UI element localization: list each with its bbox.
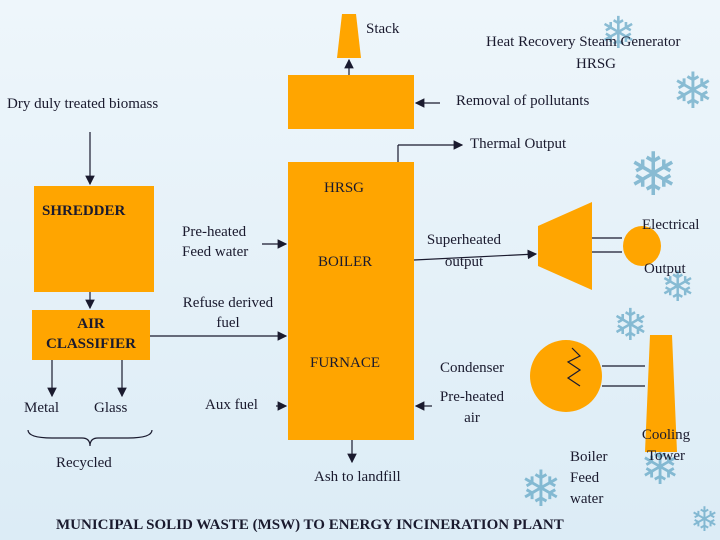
electrical-label: Electrical: [642, 217, 700, 233]
hrsg-title-line2: HRSG: [576, 56, 617, 72]
air-classifier-line1: AIR: [77, 316, 105, 332]
hrsg-title-line1: Heat Recovery Steam Generator: [486, 34, 681, 50]
air-classifier-box: [32, 310, 150, 360]
cooling-tower-line2: Tower: [646, 448, 686, 464]
glass-label: Glass: [94, 400, 128, 416]
boiler-feed-line2: Feed: [570, 470, 600, 486]
condenser-shape: [530, 340, 602, 412]
rdf-line1: Refuse derived: [182, 295, 274, 311]
snowflake-icon: ❄: [672, 62, 714, 120]
rdf-line2: fuel: [216, 315, 240, 331]
output-label: Output: [644, 261, 686, 277]
preheated-feed-line2: Feed water: [182, 244, 249, 260]
condenser-label: Condenser: [440, 360, 505, 376]
furnace-label: FURNACE: [310, 355, 381, 371]
shredder-box: [34, 186, 154, 292]
cooling-tower-shape: [645, 335, 677, 452]
preheated-air-line1: Pre-heated: [439, 389, 505, 405]
stack-label: Stack: [366, 21, 400, 37]
removal-label: Removal of pollutants: [456, 93, 590, 109]
stack-shape: [337, 14, 361, 58]
aux-fuel-label: Aux fuel: [205, 397, 258, 413]
biomass-label: Dry duly treated biomass: [7, 96, 159, 112]
thermal-output-label: Thermal Output: [470, 136, 567, 152]
turbine-shape: [538, 202, 592, 290]
snowflake-icon: ❄: [612, 300, 649, 351]
cooling-tower-line1: Cooling: [641, 427, 691, 443]
snowflake-icon: ❄: [628, 140, 679, 210]
snowflake-icon: ❄: [660, 262, 696, 311]
preheated-air-line2: air: [464, 410, 480, 426]
boiler-feed-line3: water: [570, 491, 604, 507]
preheated-feed-line1: Pre-heated: [182, 224, 247, 240]
snowflake-icon: ❄: [520, 460, 562, 518]
snowflake-icon: ❄: [600, 8, 637, 59]
boiler-label: BOILER: [318, 254, 373, 270]
hrsg-boiler-furnace-box: [288, 162, 414, 440]
superheated-line2: output: [444, 254, 484, 270]
boiler-feed-line1: Boiler: [570, 449, 608, 465]
air-classifier-line2: CLASSIFIER: [45, 336, 137, 352]
shredder-label: SHREDDER: [42, 203, 126, 219]
recycled-label: Recycled: [56, 455, 112, 471]
superheated-line1: Superheated: [426, 232, 502, 248]
ash-landfill-label: Ash to landfill: [314, 469, 401, 485]
hrsg-label: HRSG: [324, 180, 365, 196]
snowflake-icon: ❄: [690, 500, 719, 540]
generator-shape: [623, 226, 661, 266]
hrsg-box-top: [288, 75, 414, 129]
metal-label: Metal: [24, 400, 59, 416]
footer-title: MUNICIPAL SOLID WASTE (MSW) TO ENERGY IN…: [56, 517, 564, 533]
